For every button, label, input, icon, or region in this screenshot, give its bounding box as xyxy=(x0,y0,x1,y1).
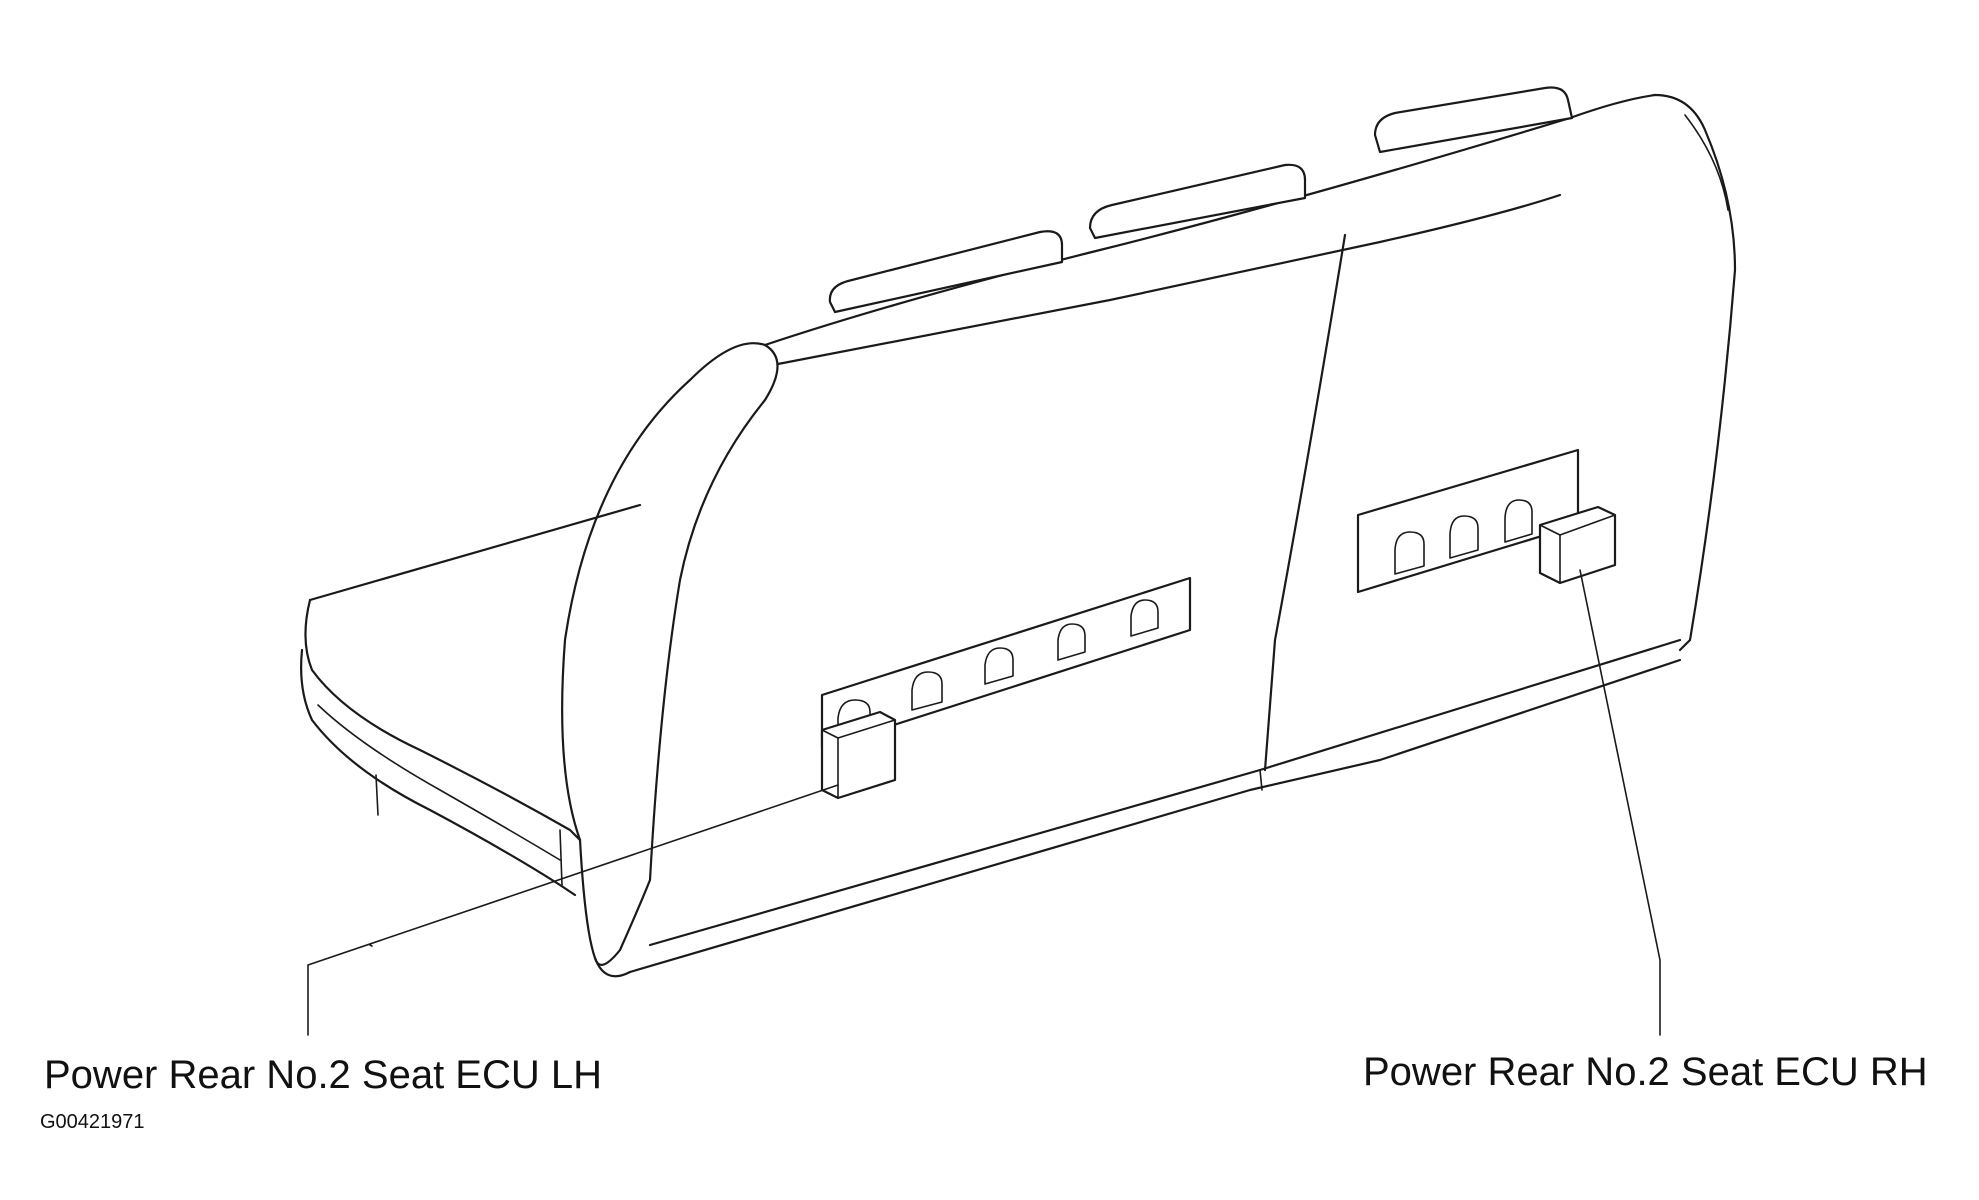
headrest-bumps xyxy=(828,86,1574,314)
seat-cushion xyxy=(300,503,642,897)
left-ecu-label: Power Rear No.2 Seat ECU LH xyxy=(44,1053,603,1097)
right-ecu-box[interactable] xyxy=(1538,505,1617,585)
figure-code: G00421971 xyxy=(40,1111,145,1133)
callout-leaders xyxy=(307,569,1661,1036)
right-ecu-label: Power Rear No.2 Seat ECU RH xyxy=(1363,1050,1928,1094)
left-ecu-box[interactable] xyxy=(820,710,897,800)
seat-back xyxy=(369,93,1737,978)
